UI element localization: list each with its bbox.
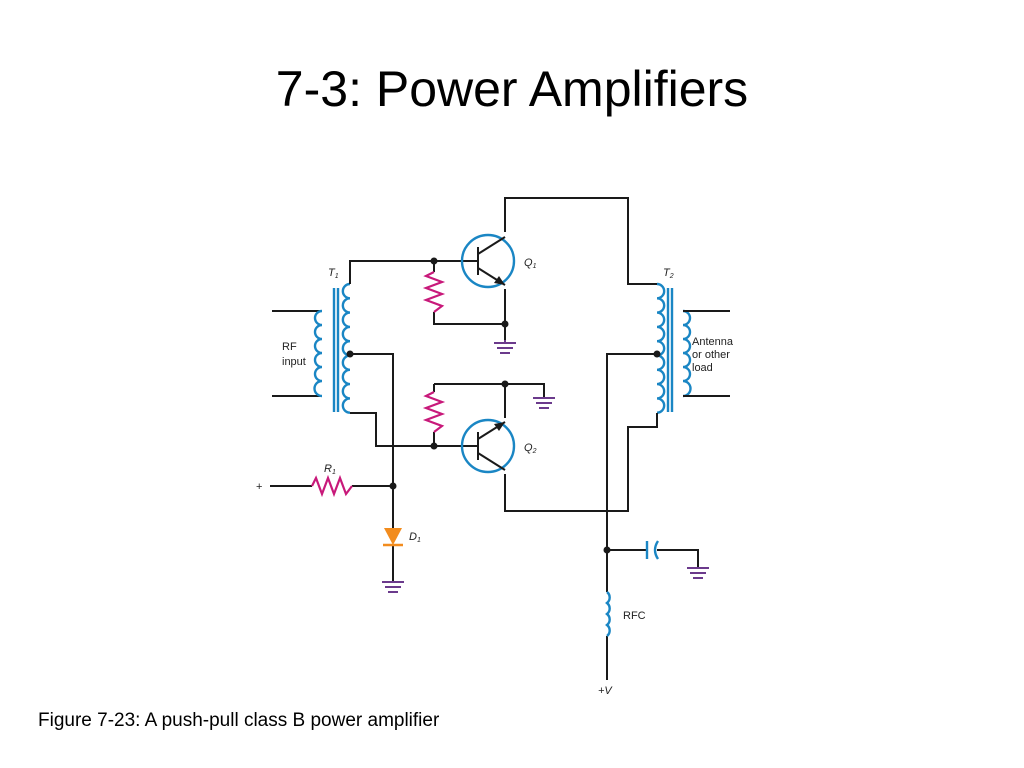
upper-resistor-bottom-wire — [433, 312, 505, 325]
upper-bias-resistor — [422, 271, 446, 313]
figure-caption: Figure 7-23: A push-pull class B power a… — [38, 710, 440, 731]
slide-title: 7-3: Power Amplifiers — [275, 61, 749, 117]
t1-secondary-coil — [341, 282, 351, 414]
junction-dot — [430, 442, 438, 450]
q2-emitter-arrow — [494, 422, 505, 431]
q1-label: Q1 — [524, 257, 537, 270]
q2-base-wire — [350, 412, 464, 447]
wires — [270, 197, 699, 680]
t2-label: T2 — [663, 267, 674, 280]
rf-input-label-line1: RF — [282, 341, 297, 353]
load-label-line1: Antenna — [692, 336, 734, 348]
junction-dot — [430, 257, 438, 265]
q1-collector-wire — [504, 197, 657, 285]
cap-right-wire — [657, 549, 699, 568]
d1-label: D1 — [409, 531, 421, 544]
junction-dot — [653, 350, 661, 358]
load-label-line3: load — [692, 362, 713, 374]
ground-q2-emitter — [533, 397, 555, 409]
ground-q1-emitter — [494, 340, 516, 354]
t1-primary-coil — [313, 309, 323, 398]
transistor-q2 — [460, 418, 516, 474]
q2-emitter-ground-wire — [505, 383, 545, 398]
rf-input-label-line2: input — [282, 356, 306, 368]
center-tap-wire — [350, 353, 394, 486]
ground-capacitor — [687, 567, 709, 579]
t1-label: T1 — [328, 267, 339, 280]
lower-bias-resistor — [422, 391, 446, 433]
diode-d1 — [383, 528, 403, 547]
junction-dot — [603, 546, 611, 554]
supply-voltage-label: +V — [598, 685, 613, 697]
plus-label: + — [256, 481, 262, 493]
resistor-r1 — [311, 474, 353, 498]
r1-label: R1 — [324, 463, 336, 476]
junction-dot — [501, 320, 509, 328]
bypass-capacitor — [645, 540, 660, 560]
junction-dot — [501, 380, 509, 388]
rfc-inductor — [605, 591, 611, 637]
junction-dot — [389, 482, 397, 490]
q1-base-wire — [349, 260, 464, 284]
junction-dot — [346, 350, 354, 358]
t2-primary-coil — [656, 282, 666, 414]
ground-diode — [382, 581, 404, 593]
q1-emitter-arrow — [494, 276, 505, 285]
junctions — [346, 257, 661, 554]
rfc-label: RFC — [623, 610, 646, 622]
t2-center-tap-wire — [606, 353, 657, 592]
load-label-line2: or other — [692, 349, 730, 361]
q2-label: Q2 — [524, 442, 537, 455]
q2-collector-wire — [504, 413, 658, 512]
transformer-t1 — [272, 282, 351, 414]
t2-secondary-coil — [682, 309, 692, 398]
transformer-t2 — [656, 282, 730, 414]
transistor-q1 — [460, 233, 516, 289]
